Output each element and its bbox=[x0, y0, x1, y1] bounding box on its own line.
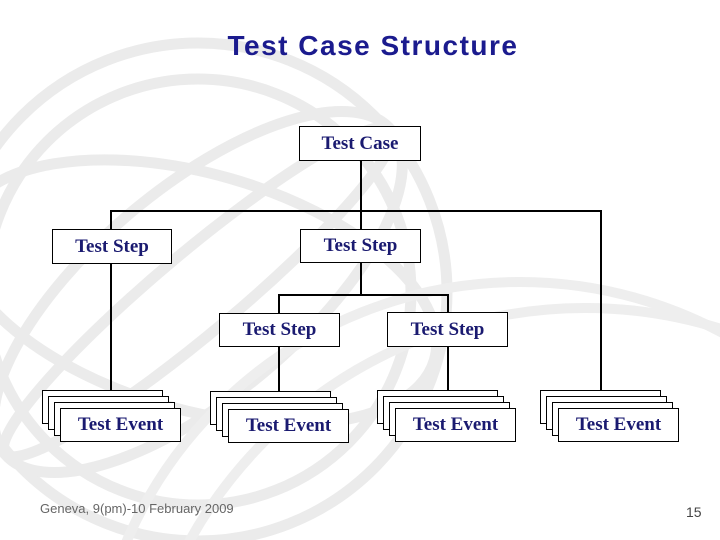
connector-line bbox=[360, 161, 362, 210]
connector-line bbox=[110, 210, 112, 229]
connector-line bbox=[278, 294, 448, 296]
node-test-event-3: Test Event bbox=[377, 390, 517, 443]
connector-line bbox=[110, 210, 601, 212]
connector-line bbox=[360, 210, 362, 229]
node-test-step-2: Test Step bbox=[300, 229, 421, 263]
node-test-event-2: Test Event bbox=[210, 391, 350, 444]
node-test-step-1: Test Step bbox=[52, 229, 172, 264]
connector-line bbox=[110, 264, 112, 390]
node-test-step-2-1: Test Step bbox=[219, 313, 340, 347]
footer-date: Geneva, 9(pm)-10 February 2009 bbox=[40, 501, 234, 516]
connector-line bbox=[278, 347, 280, 391]
connector-line bbox=[360, 263, 362, 294]
stack-front-label: Test Event bbox=[395, 408, 516, 442]
node-test-event-1: Test Event bbox=[42, 390, 182, 443]
stack-front-label: Test Event bbox=[228, 409, 349, 443]
page-title: Test Case Structure bbox=[227, 30, 519, 61]
connector-line bbox=[278, 294, 280, 313]
connector-line bbox=[600, 210, 602, 390]
connector-line bbox=[447, 347, 449, 390]
node-test-step-2-2: Test Step bbox=[387, 312, 508, 347]
node-test-case: Test Case bbox=[299, 126, 421, 161]
stack-front-label: Test Event bbox=[558, 408, 679, 442]
page-number: 15 bbox=[686, 504, 702, 520]
connector-line bbox=[447, 294, 449, 312]
node-test-event-4: Test Event bbox=[540, 390, 680, 443]
stack-front-label: Test Event bbox=[60, 408, 181, 442]
